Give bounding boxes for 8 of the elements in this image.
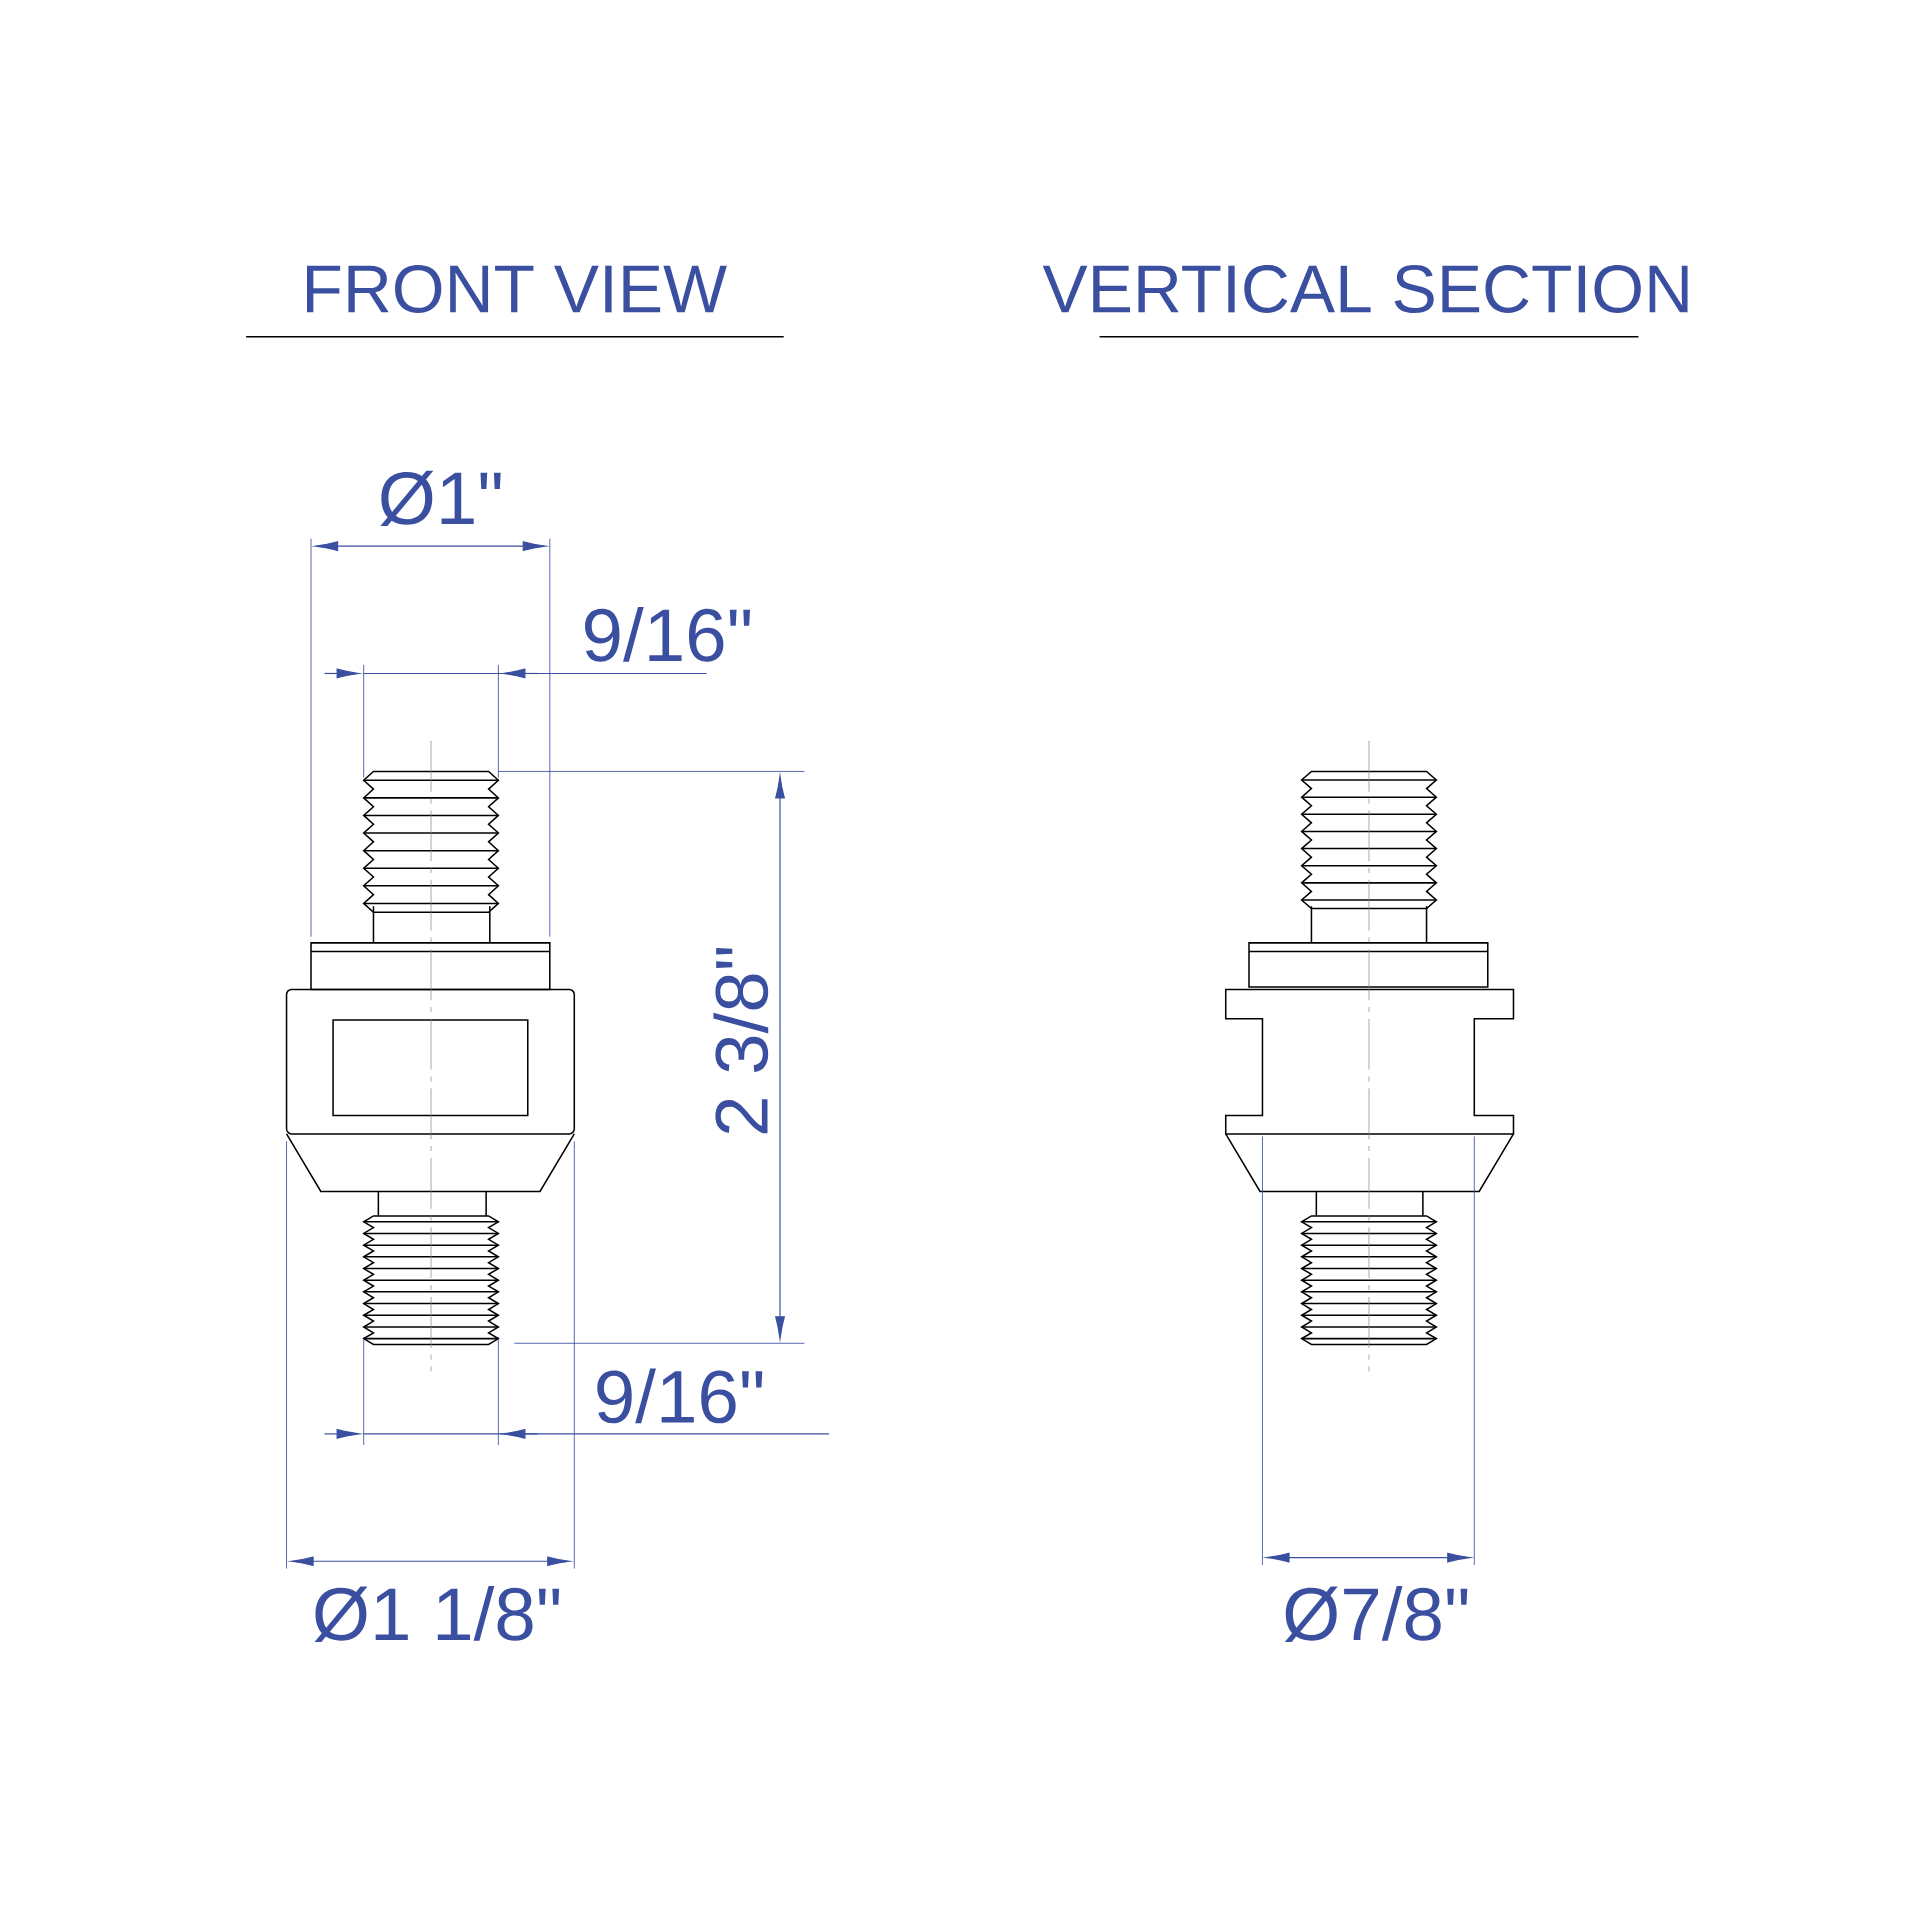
view-heading: FRONT VIEW: [307, 264, 727, 313]
dimension-label: Ø1 1/8": [314, 1585, 560, 1642]
dimension-label: Ø7/8": [1284, 1585, 1468, 1642]
dimension-label: 2 3/8": [713, 947, 769, 1134]
dimension-label: 9/16": [585, 606, 750, 662]
dimension-label: 9/16": [597, 1368, 763, 1424]
dimension-label: Ø1": [380, 470, 501, 527]
view-heading: VERTICAL SECTION: [1042, 264, 1688, 313]
